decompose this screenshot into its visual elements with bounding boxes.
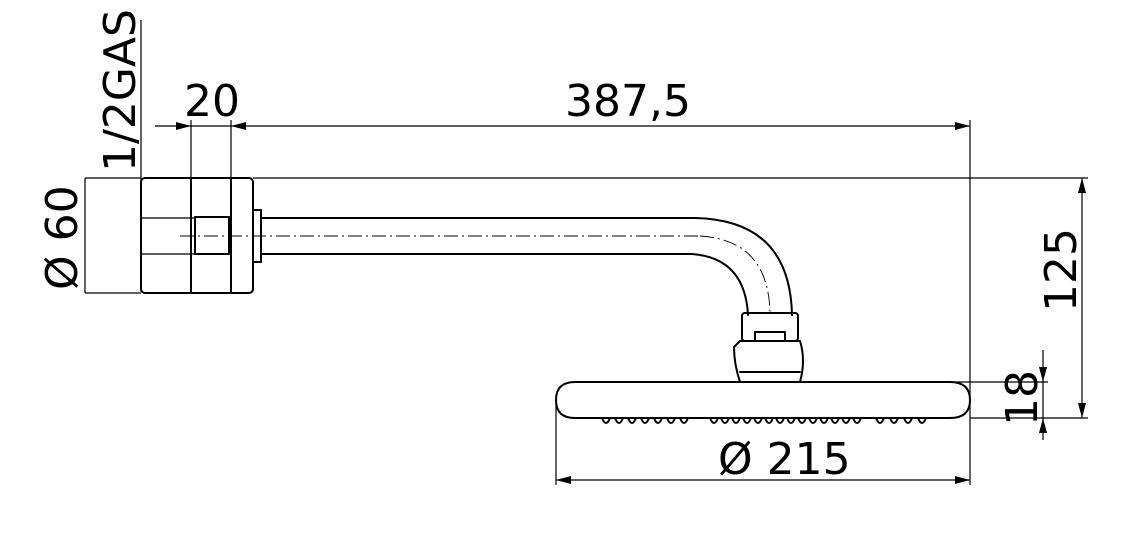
nozzle — [653, 417, 663, 424]
nozzle — [808, 417, 818, 424]
dim-head-diameter-text: Ø 215 — [718, 434, 851, 485]
arm-bend-centerline — [699, 235, 771, 313]
dim-arm-length: 387,5 — [231, 76, 971, 485]
shower-arm — [180, 217, 793, 316]
nozzle — [875, 417, 885, 424]
nozzle — [627, 417, 637, 424]
dim-plate-diameter-text: Ø 60 — [37, 185, 88, 290]
threaded-connector — [194, 216, 230, 255]
dim-head-thickness: 18 — [950, 350, 1048, 440]
dim-thick-arrow-top — [1039, 367, 1047, 382]
nozzle — [753, 417, 763, 424]
nozzle — [601, 417, 611, 424]
nozzle — [889, 417, 899, 424]
dim-head-arrow-left — [556, 476, 571, 484]
nozzle — [720, 417, 730, 424]
dim-length-arrow-left — [231, 122, 246, 130]
joint-body — [733, 340, 804, 383]
dim-thread: 1/2GAS — [95, 9, 146, 292]
arm-upper-edge — [260, 217, 793, 316]
nozzle — [917, 417, 927, 424]
dim-arm-length-text: 387,5 — [565, 76, 691, 127]
nozzle — [786, 417, 796, 424]
nozzle-row — [601, 417, 927, 424]
dim-drop-height-text: 125 — [1036, 228, 1087, 312]
dim-thread-text: 1/2GAS — [95, 9, 146, 172]
nozzle — [614, 417, 624, 424]
dim-drop-arrow-bottom — [1078, 403, 1086, 418]
nozzle — [731, 417, 741, 424]
dim-thick-arrow-bottom — [1039, 418, 1047, 433]
nozzle — [742, 417, 752, 424]
dim-depth-arrow — [176, 122, 191, 130]
dim-length-arrow-right — [955, 122, 970, 130]
nozzle — [679, 417, 689, 424]
nozzle — [819, 417, 829, 424]
dim-plate-depth-text: 20 — [184, 76, 240, 127]
dim-drop-arrow-top — [1078, 178, 1086, 193]
arm-lower-edge — [260, 253, 749, 316]
nozzle — [666, 417, 676, 424]
head-outline — [555, 381, 971, 419]
dim-head-thickness-text: 18 — [997, 370, 1048, 426]
wall-flange — [140, 177, 262, 294]
ball-joint — [733, 312, 804, 383]
nozzle — [852, 417, 862, 424]
nozzle — [709, 417, 719, 424]
nozzle — [775, 417, 785, 424]
joint-nut-inner — [754, 331, 786, 342]
nozzle — [640, 417, 650, 424]
dim-plate-diameter: Ø 60 — [37, 177, 141, 294]
dim-drop-height: 125 — [253, 177, 1088, 419]
nozzle — [830, 417, 840, 424]
nozzle — [841, 417, 851, 424]
nozzle — [797, 417, 807, 424]
dim-head-arrow-right — [955, 476, 970, 484]
dim-head-diameter: Ø 215 — [555, 400, 970, 485]
nozzle — [903, 417, 913, 424]
shower-head — [555, 381, 971, 424]
nozzle — [764, 417, 774, 424]
wall-plate-outline — [140, 177, 254, 294]
dim-plate-depth: 20 — [155, 76, 240, 178]
joint-nut — [741, 312, 799, 342]
